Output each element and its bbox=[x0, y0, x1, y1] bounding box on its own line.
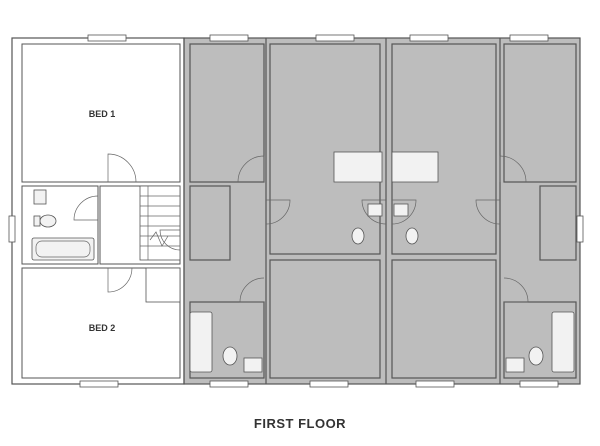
window bbox=[209, 34, 249, 42]
floor-caption: FIRST FLOOR bbox=[253, 416, 347, 431]
window bbox=[79, 380, 119, 388]
window bbox=[509, 34, 549, 42]
shower-2 bbox=[391, 151, 439, 183]
door-bathroom bbox=[73, 195, 99, 221]
toilet bbox=[39, 214, 57, 228]
bathtub bbox=[31, 237, 95, 261]
toilet-2 bbox=[351, 227, 365, 245]
window bbox=[87, 34, 127, 42]
basin-3 bbox=[393, 203, 409, 217]
basin-2 bbox=[367, 203, 383, 217]
bed1-room bbox=[21, 43, 181, 183]
window bbox=[8, 215, 16, 243]
window bbox=[409, 34, 449, 42]
basin bbox=[33, 189, 47, 205]
door-bed1 bbox=[107, 153, 137, 183]
door-cupboard bbox=[159, 229, 181, 251]
window bbox=[519, 380, 559, 388]
window bbox=[315, 34, 355, 42]
window bbox=[209, 380, 249, 388]
door-bed2 bbox=[107, 267, 133, 293]
window bbox=[415, 380, 455, 388]
shower-1 bbox=[333, 151, 383, 183]
window bbox=[576, 215, 584, 243]
cupboard bbox=[145, 267, 181, 303]
room-label-bed2: BED 2 bbox=[89, 323, 116, 333]
basin-4 bbox=[243, 357, 263, 373]
toilet-5 bbox=[528, 346, 544, 366]
window bbox=[309, 380, 349, 388]
bathtub-3 bbox=[551, 311, 575, 373]
stairwell bbox=[139, 185, 181, 261]
shaded-unit-walls bbox=[189, 38, 577, 384]
bathtub-2 bbox=[189, 311, 213, 373]
bathtub-inner bbox=[35, 240, 91, 258]
toilet-cistern bbox=[33, 215, 41, 227]
room-label-bed1: BED 1 bbox=[89, 109, 116, 119]
toilet-4 bbox=[222, 346, 238, 366]
basin-5 bbox=[505, 357, 525, 373]
outer-wall-shaded bbox=[183, 37, 581, 385]
toilet-3 bbox=[405, 227, 419, 245]
